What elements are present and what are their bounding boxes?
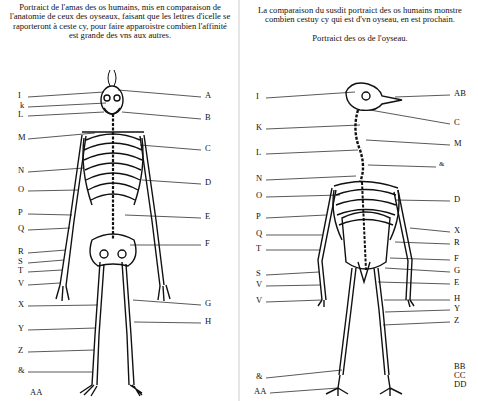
callout-letter: BB — [454, 362, 465, 371]
bird-skeleton — [318, 83, 414, 396]
callout-letter: CC — [454, 371, 465, 380]
page-heading: Portraict de l'amas des os humains, mis … — [8, 3, 232, 40]
callout-letter: O — [18, 185, 24, 194]
callout-letter: D — [205, 178, 211, 187]
callout-letter: R — [454, 238, 460, 247]
callout-letter: C — [454, 118, 460, 127]
callout-letter: G — [205, 299, 211, 308]
callout-letter: Y — [454, 304, 460, 313]
callout-letter: F — [454, 254, 459, 263]
leader-lines — [28, 90, 450, 393]
callout-letter: T — [18, 266, 23, 275]
callout-letter: Z — [18, 346, 23, 355]
callout-letter: X — [454, 226, 460, 235]
callout-letter: E — [454, 278, 459, 287]
callout-letter: k — [20, 101, 24, 110]
callout-letter: M — [454, 139, 462, 148]
human-skeleton — [56, 70, 170, 396]
callout-letter: & — [18, 366, 25, 375]
callout-letter: X — [18, 300, 24, 309]
callout-letter: D — [454, 195, 460, 204]
callout-letter: I — [256, 92, 259, 101]
page-heading: Portraict des os de l'oyseau. — [246, 34, 474, 43]
callout-letter: F — [205, 239, 210, 248]
callout-letter: O — [256, 191, 262, 200]
callout-letter: & — [439, 161, 444, 169]
page-gutter — [239, 0, 240, 401]
callout-letter: T — [256, 244, 261, 253]
callout-letter: N — [18, 166, 24, 175]
callout-letter: & — [256, 372, 263, 381]
callout-letter: V — [256, 296, 262, 305]
callout-letter: R — [18, 247, 24, 256]
callout-letter: V — [256, 280, 262, 289]
callout-letter: L — [18, 110, 23, 119]
callout-letter: B — [205, 113, 211, 122]
callout-letter: A — [205, 91, 211, 100]
callout-letter: I — [18, 91, 21, 100]
callout-letter: DD — [454, 380, 466, 389]
callout-letter: AA — [254, 387, 266, 396]
callout-letter: Q — [256, 229, 262, 238]
callout-letter: S — [256, 269, 261, 278]
callout-letter: Q — [18, 224, 24, 233]
callout-letter: E — [205, 212, 210, 221]
callout-letter: S — [18, 257, 23, 266]
callout-letter: H — [205, 317, 211, 326]
callout-letter: Y — [18, 324, 24, 333]
callout-letter: AA — [30, 388, 42, 397]
callout-letter: L — [256, 148, 261, 157]
callout-letter: K — [256, 123, 262, 132]
callout-letter: C — [205, 144, 211, 153]
callout-letter: Z — [454, 316, 459, 325]
callout-letter: AB — [454, 89, 466, 98]
callout-letter: P — [18, 208, 23, 217]
callout-letter: V — [18, 279, 24, 288]
callout-letter: M — [18, 133, 26, 142]
callout-letter: N — [256, 174, 262, 183]
callout-letter: H — [454, 294, 460, 303]
callout-letter: P — [256, 212, 261, 221]
page-heading: La comparaison du susdit portraict des o… — [246, 6, 474, 25]
callout-letter: G — [454, 266, 460, 275]
